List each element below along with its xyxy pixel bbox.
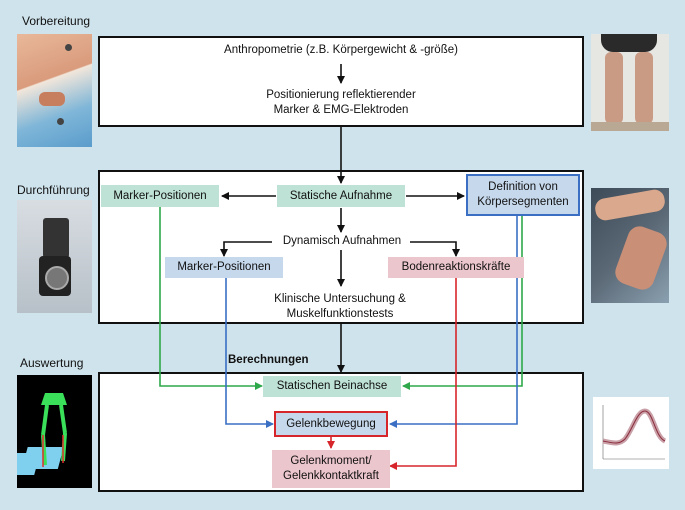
dynamic-recordings-text: Dynamisch Aufnahmen	[282, 235, 402, 247]
segment-definition-line1: Definition von	[488, 181, 558, 193]
calculations-title: Berechnungen	[228, 354, 309, 366]
marker-placement-text-1: Positionierung reflektierender	[266, 89, 416, 101]
section-label-execution: Durchführung	[17, 183, 90, 197]
marker-positions-dynamic-node: Marker-Positionen	[165, 257, 283, 278]
result-curve-chart	[593, 397, 669, 469]
joint-moment-line1: Gelenkmoment/	[290, 455, 372, 467]
ground-reaction-forces-node: Bodenreaktionskräfte	[388, 257, 524, 278]
joint-moment-line2: Gelenkkontaktkraft	[283, 470, 379, 482]
section-label-preparation: Vorbereitung	[22, 14, 91, 28]
segment-definition-node: Definition von Körpersegmenten	[466, 174, 580, 216]
marker-positions-static-node: Marker-Positionen	[101, 185, 219, 207]
static-recording-node: Statische Aufnahme	[277, 185, 405, 207]
subject-legs-photo	[591, 34, 669, 131]
segment-definition-line2: Körpersegmenten	[477, 196, 569, 208]
joint-moment-node: Gelenkmoment/ Gelenkkontaktkraft	[272, 450, 390, 488]
muscle-test-photo	[591, 188, 669, 303]
joint-motion-node: Gelenkbewegung	[274, 411, 388, 437]
section-label-evaluation: Auswertung	[20, 356, 84, 370]
clinical-exam-text-2: Muskelfunktionstests	[286, 308, 394, 320]
skeleton-model-image	[17, 375, 92, 488]
camera-photo	[17, 200, 92, 313]
marker-placement-text-2: Marker & EMG-Elektroden	[273, 104, 409, 116]
anthropometry-text: Anthropometrie (z.B. Körpergewicht & -gr…	[224, 44, 458, 56]
marker-placement-photo	[17, 34, 92, 147]
clinical-exam-text-1: Klinische Untersuchung &	[274, 293, 406, 305]
static-leg-axis-node: Statischen Beinachse	[263, 376, 401, 397]
